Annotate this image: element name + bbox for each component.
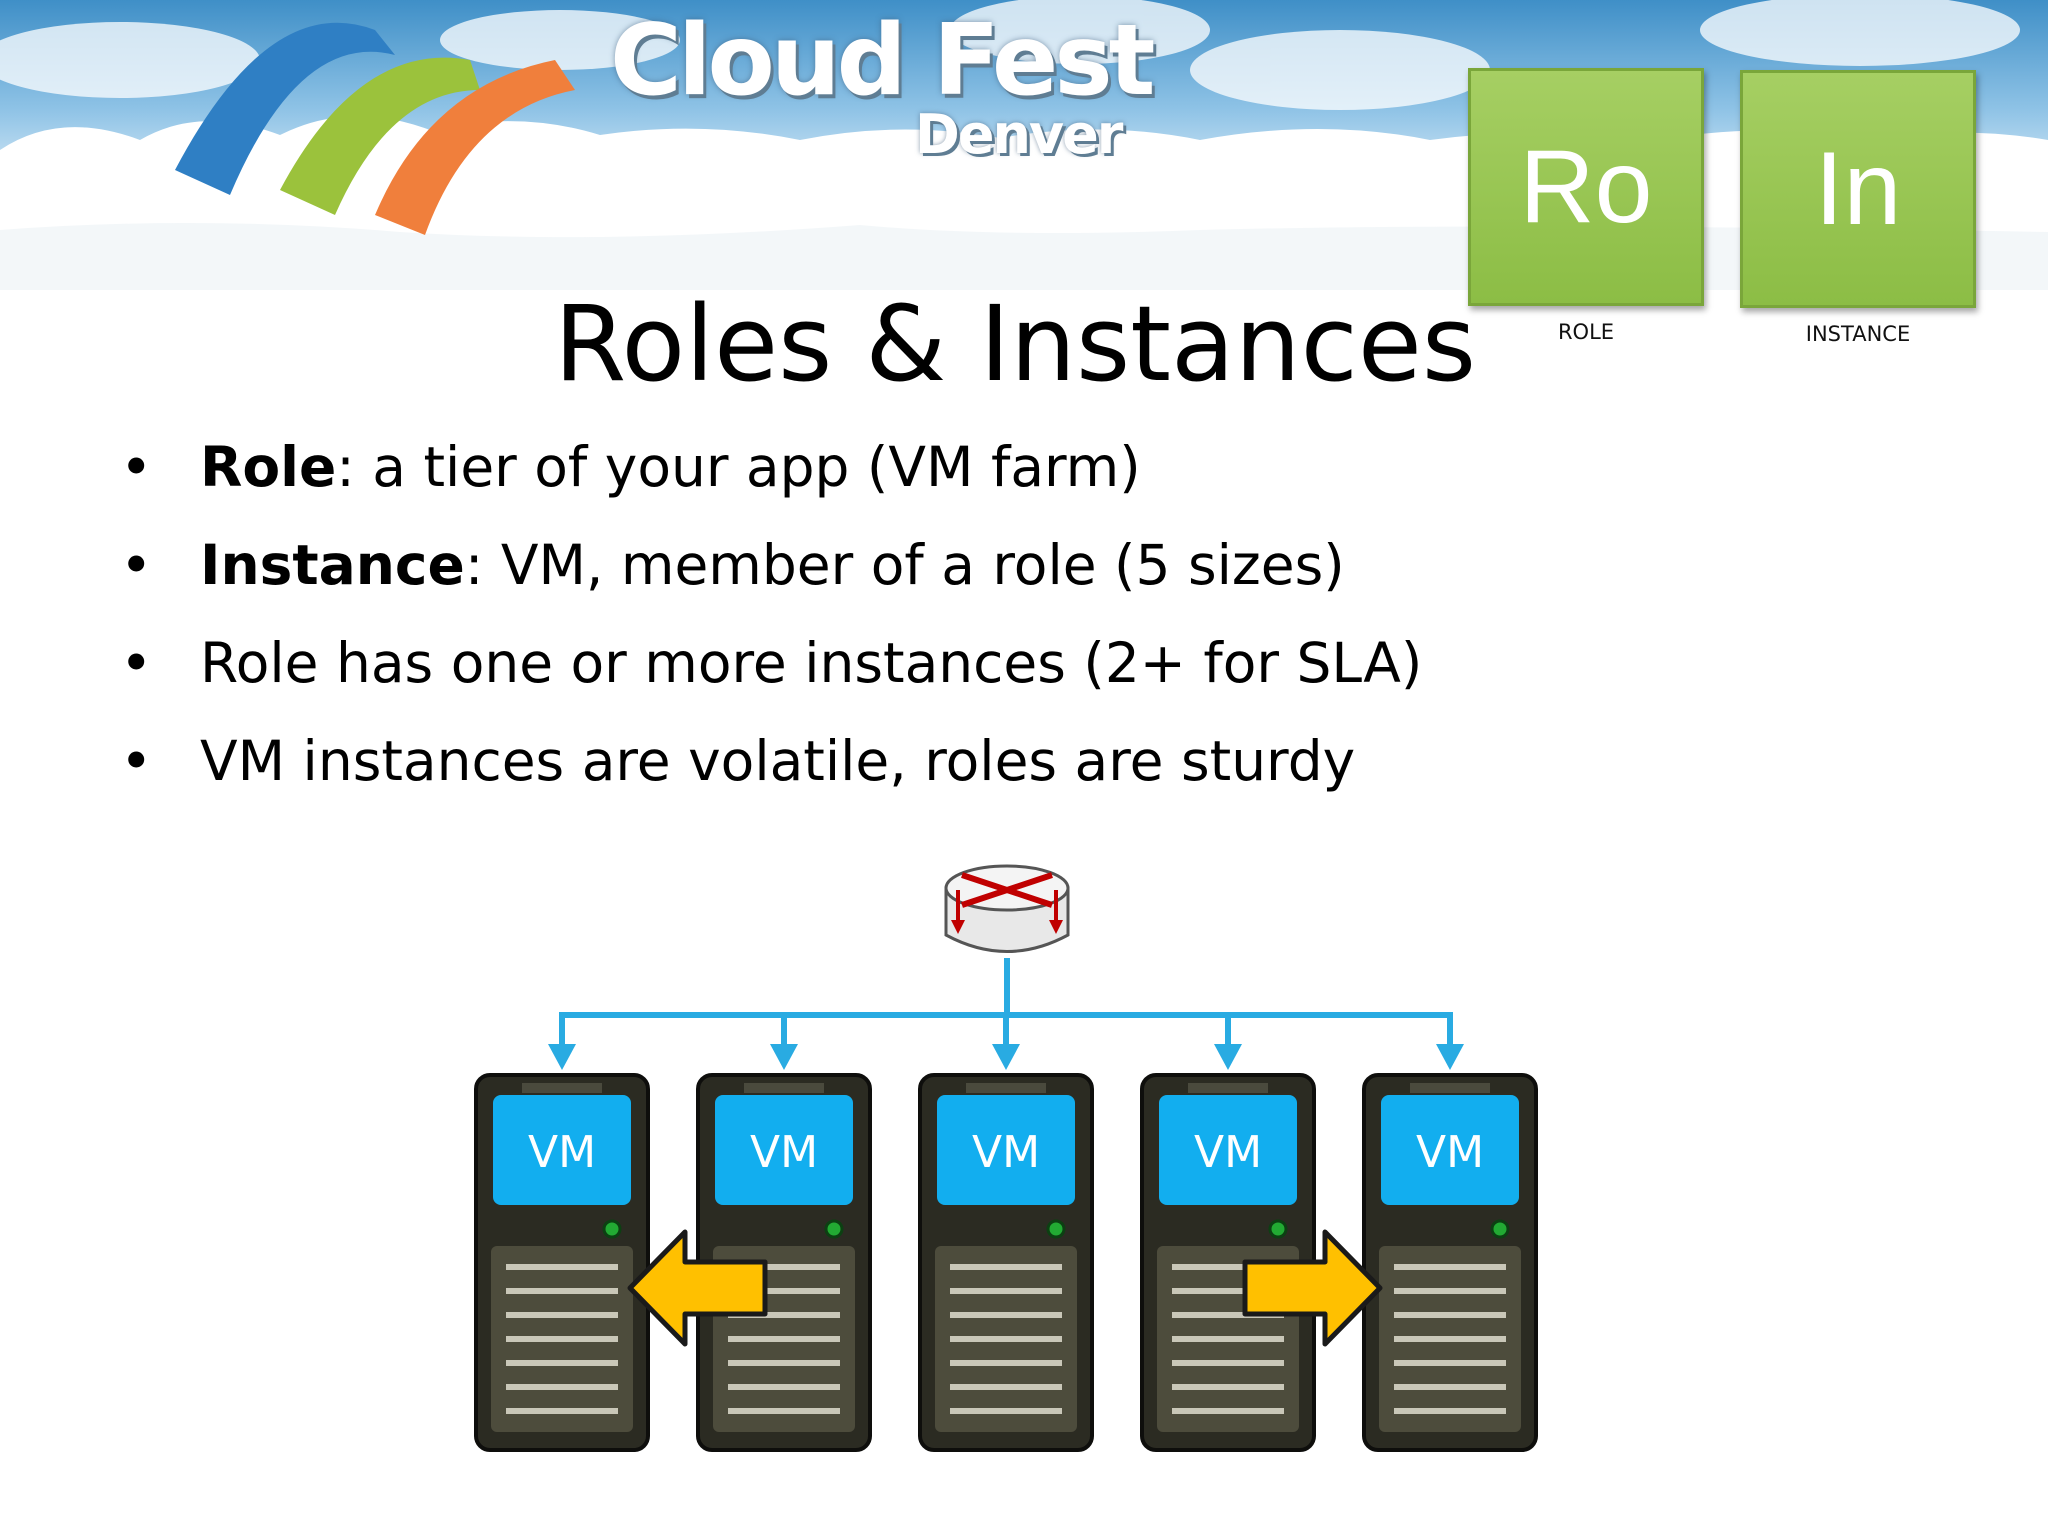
drive-slot [728,1360,840,1366]
drive-slot [1394,1312,1506,1318]
power-led-icon [1490,1219,1510,1239]
server-slot [1410,1083,1490,1093]
role-tile-label: ROLE [1557,320,1615,344]
drive-slot [1172,1336,1284,1342]
drive-slot [506,1360,618,1366]
down-arrow-icon [1214,1044,1242,1070]
vm-label: VM [1194,1127,1262,1178]
drive-slot [950,1360,1062,1366]
bullet-item: VM instances are volatile, roles are stu… [120,734,1422,832]
vm-screen [937,1095,1075,1205]
vm-label: VM [750,1127,818,1178]
migrate-left-arrow-icon [627,1229,768,1347]
instance-tile-symbol: In [1814,131,1902,247]
vm-screen [493,1095,631,1205]
drive-slot [1172,1408,1284,1414]
drive-slot [728,1288,840,1294]
load-balancer-icon [944,864,1070,953]
down-arrow-icon [992,1044,1020,1070]
down-arrow-icon [1436,1044,1464,1070]
bullet-text: : a tier of your app (VM farm) [336,435,1141,499]
server-rack: VM VM VM VM VM [474,1073,1538,1452]
vm-screen [1381,1095,1519,1205]
drive-slot [1172,1384,1284,1390]
power-led-icon [602,1219,622,1239]
drive-slot [1394,1288,1506,1294]
drive-slot [728,1264,840,1270]
drive-slot [950,1408,1062,1414]
logo-arches-icon [175,22,575,235]
vm-server: VM [696,1073,872,1452]
drive-slot [728,1384,840,1390]
drive-slot [1172,1360,1284,1366]
bullet-item: Instance: VM, member of a role (5 sizes) [120,538,1422,636]
drive-slot [728,1312,840,1318]
network-lines [548,958,1464,1070]
bullet-text: Role has one or more instances (2+ for S… [200,631,1423,695]
drive-slot [950,1288,1062,1294]
server-slot [1188,1083,1268,1093]
drive-slot [950,1384,1062,1390]
drive-slot [506,1288,618,1294]
power-led-icon [824,1219,844,1239]
migrate-right-arrow-icon [1242,1229,1383,1347]
drive-slot [1394,1384,1506,1390]
drive-slot [506,1408,618,1414]
drive-slot [728,1408,840,1414]
bullet-item: Role: a tier of your app (VM farm) [120,440,1422,538]
logo-subtitle: Denver [915,103,1123,166]
drive-slot [950,1336,1062,1342]
drive-slot [1394,1360,1506,1366]
role-tile-symbol: Ro [1519,129,1653,245]
vm-server: VM [1362,1073,1538,1452]
drive-slot [506,1264,618,1270]
instance-tile-label: INSTANCE [1805,322,1911,346]
drive-slot [1172,1264,1284,1270]
drive-slot [1172,1312,1284,1318]
instance-tile: In [1740,70,1976,308]
role-tile: Ro [1468,68,1704,306]
bullet-term: Instance [200,533,465,597]
drive-slot [1172,1288,1284,1294]
vm-screen [715,1095,853,1205]
drive-slot [506,1312,618,1318]
vm-label: VM [1416,1127,1484,1178]
vm-label: VM [528,1127,596,1178]
slide-title: Roles & Instances [553,283,1477,405]
drive-slot [506,1336,618,1342]
power-led-icon [1046,1219,1066,1239]
logo-title: Cloud Fest [610,4,1155,118]
vm-label: VM [972,1127,1040,1178]
vm-screen [1159,1095,1297,1205]
drive-slot [1394,1336,1506,1342]
vm-server: VM [918,1073,1094,1452]
drive-slot [1394,1264,1506,1270]
server-slot [744,1083,824,1093]
drive-slot [1394,1408,1506,1414]
drive-slot [728,1336,840,1342]
drive-slot [950,1264,1062,1270]
server-slot [522,1083,602,1093]
bullet-list: Role: a tier of your app (VM farm) Insta… [120,440,1422,832]
bullet-item: Role has one or more instances (2+ for S… [120,636,1422,734]
bullet-term: Role [200,435,337,499]
drive-slot [506,1384,618,1390]
down-arrow-icon [770,1044,798,1070]
bullet-text: : VM, member of a role (5 sizes) [464,533,1345,597]
power-led-icon [1268,1219,1288,1239]
vm-server: VM [474,1073,650,1452]
drive-slot [950,1312,1062,1318]
server-slot [966,1083,1046,1093]
down-arrow-icon [548,1044,576,1070]
bullet-text: VM instances are volatile, roles are stu… [200,729,1356,793]
